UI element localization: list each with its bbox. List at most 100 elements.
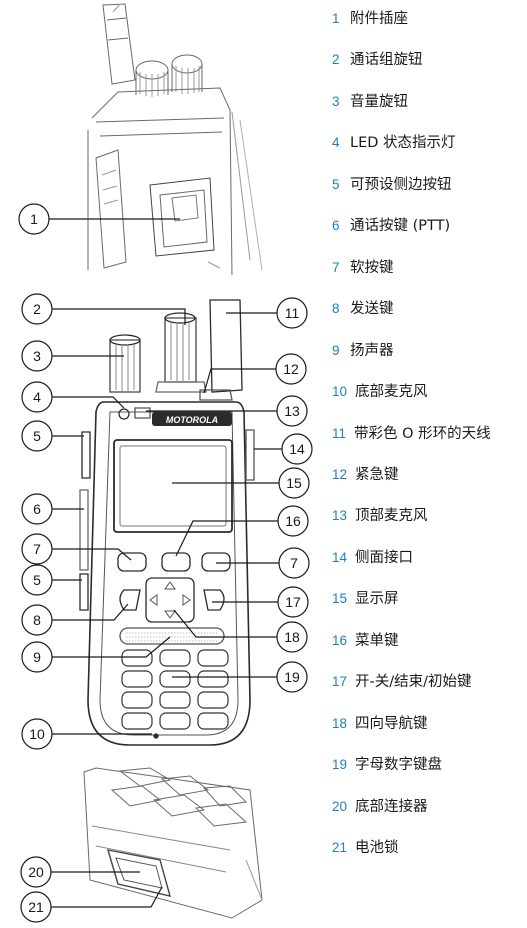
callout-number: 15	[286, 475, 302, 491]
legend-item-number: 13	[332, 508, 348, 524]
legend-item-number: 1	[332, 11, 340, 26]
callout-number: 6	[33, 501, 41, 517]
legend-item-label: 字母数字键盘	[355, 757, 443, 774]
legend-item-number: 18	[332, 715, 348, 731]
legend-item-label: 可预设侧边按钮	[350, 176, 452, 193]
legend-item-label: 通话按键 (PTT)	[350, 218, 451, 235]
callout-number: 19	[284, 669, 300, 685]
legend-item-label: 显示屏	[355, 591, 399, 608]
legend-item-label: 带彩色 O 形环的天线	[354, 425, 491, 442]
callout-3: 3	[21, 340, 53, 372]
callout-5-lower: 5	[21, 564, 53, 596]
legend-item-label: 紧急键	[355, 466, 399, 483]
callout-2: 2	[21, 293, 53, 325]
callout-number: 14	[289, 441, 305, 457]
callout-7-right: 7	[278, 547, 310, 579]
callout-7-left: 7	[21, 533, 53, 565]
callout-number: 2	[33, 301, 41, 317]
callout-10: 10	[21, 718, 53, 750]
legend-item: 12 紧急键	[332, 462, 399, 488]
callout-number: 7	[33, 541, 41, 557]
legend-item-number: 5	[332, 176, 340, 192]
legend-item-label: 底部连接器	[355, 798, 428, 815]
callout-17: 17	[277, 586, 309, 618]
callout-number: 11	[285, 305, 300, 321]
front-view-illustration: MOTOROLA	[79, 299, 255, 746]
callout-19: 19	[276, 661, 308, 693]
callout-14: 14	[281, 433, 313, 465]
callout-number: 16	[285, 513, 301, 529]
callout-number: 18	[284, 629, 300, 645]
legend-item-label: 四向导航键	[355, 715, 428, 732]
legend-item-number: 4	[332, 135, 340, 151]
callout-number: 21	[28, 899, 44, 915]
legend-item: 21 电池锁	[332, 835, 399, 861]
legend-item: 13 顶部麦克风	[332, 503, 428, 529]
legend-item-number: 20	[332, 798, 348, 814]
callout-8: 8	[21, 604, 53, 636]
legend-item-label: 扬声器	[350, 342, 394, 359]
legend-item-label: 音量旋钮	[350, 93, 408, 110]
callout-6: 6	[21, 493, 53, 525]
legend-item-number: 21	[332, 840, 348, 855]
legend-item-label: 软按键	[350, 259, 394, 276]
callout-4: 4	[21, 381, 53, 413]
brand-logo: MOTOROLA	[166, 415, 218, 425]
callout-13: 13	[276, 395, 308, 427]
callout-number: 8	[33, 612, 41, 628]
callout-5-upper: 5	[21, 420, 53, 452]
legend-item-label: 底部麦克风	[355, 384, 428, 401]
callouts: 1 2 3 4 5 6 7 5 8 9 10 11 12 13 14 15 16…	[18, 203, 313, 923]
callout-11: 11	[276, 297, 308, 329]
legend-item-number: 19	[332, 757, 348, 773]
callout-15: 15	[278, 467, 310, 499]
legend-item: 7 软按键	[332, 255, 394, 281]
leader-lines	[49, 218, 282, 908]
callout-number: 7	[290, 555, 298, 571]
legend-item-label: 附件插座	[350, 11, 408, 27]
legend-item: 4 LED 状态指示灯	[332, 130, 456, 156]
callout-1: 1	[18, 203, 50, 235]
legend-item-label: LED 状态指示灯	[350, 135, 456, 152]
legend-item: 9 扬声器	[332, 338, 394, 364]
callout-number: 9	[33, 649, 41, 665]
callout-number: 3	[33, 348, 41, 364]
callout-number: 20	[28, 864, 44, 880]
callout-number: 10	[29, 726, 45, 742]
legend-item-label: 侧面接口	[355, 549, 414, 566]
legend-item-label: 电池锁	[355, 840, 399, 856]
legend-item-label: 发送键	[350, 301, 394, 318]
callout-20: 20	[20, 856, 52, 888]
legend-item: 15 显示屏	[332, 586, 399, 612]
legend-item-number: 14	[332, 549, 348, 565]
bottom-view-illustration	[83, 767, 263, 919]
legend-item-number: 3	[332, 93, 340, 109]
callout-number: 13	[284, 403, 300, 419]
legend-item: 19 字母数字键盘	[332, 752, 442, 778]
legend-item-number: 7	[332, 259, 340, 275]
legend-item-number: 17	[332, 674, 348, 690]
callout-number: 5	[33, 428, 41, 444]
legend-item-label: 菜单键	[355, 632, 399, 649]
callout-18: 18	[276, 621, 308, 653]
legend-item-number: 12	[332, 466, 348, 482]
top-view-illustration	[87, 3, 263, 276]
legend-item-label: 顶部麦克风	[355, 508, 428, 525]
callout-number: 1	[30, 211, 38, 227]
legend-item-number: 9	[332, 342, 340, 358]
legend-item: 8 发送键	[332, 296, 394, 322]
callout-16: 16	[277, 505, 309, 537]
legend-item-number: 15	[332, 591, 348, 607]
callout-12: 12	[275, 353, 307, 385]
legend-item-number: 8	[332, 301, 340, 317]
callout-21: 21	[20, 891, 52, 923]
legend-item: 1 附件插座	[332, 6, 408, 32]
legend-item: 5 可预设侧边按钮	[332, 172, 452, 198]
